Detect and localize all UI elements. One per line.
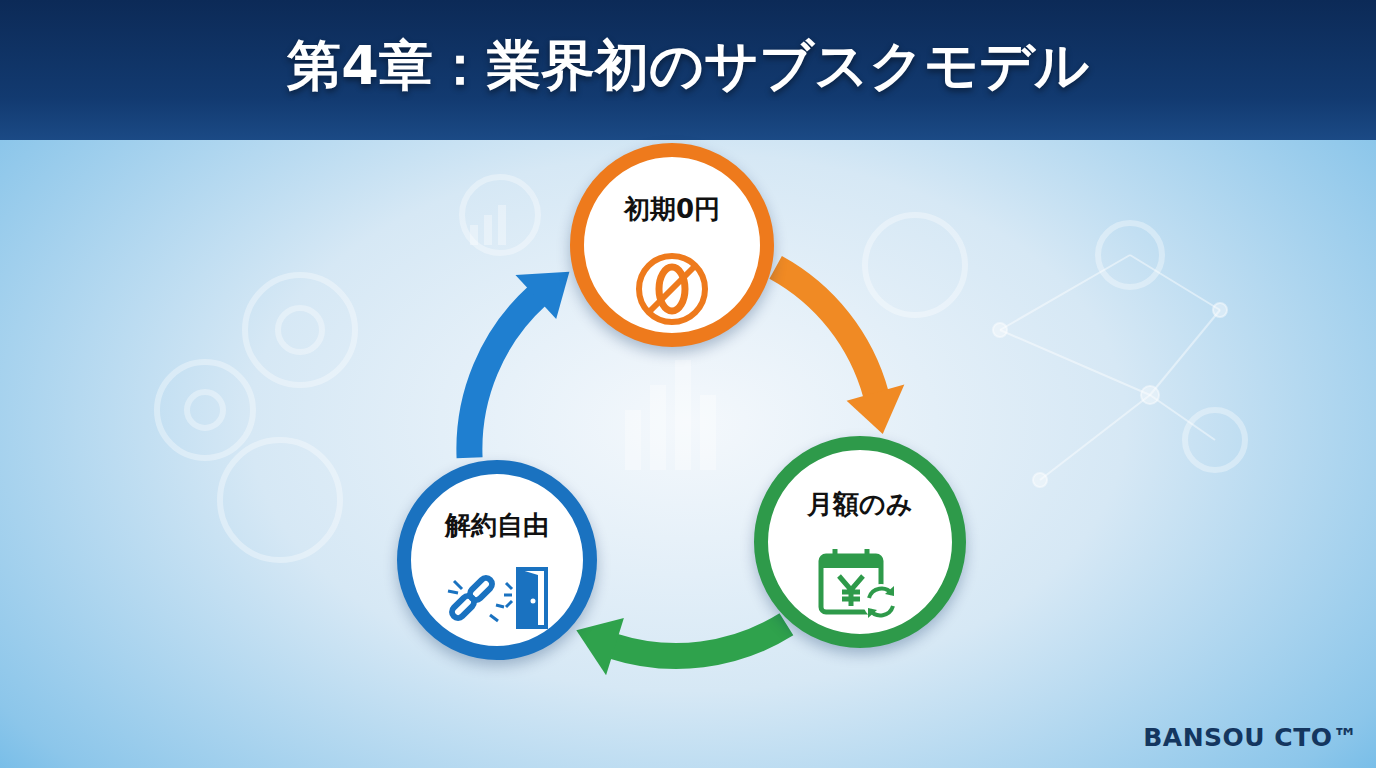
- feature-circle: 月額のみ: [754, 436, 966, 648]
- brand-logo: BANSOU CTO™: [1143, 723, 1358, 752]
- cycle-arrow: [576, 618, 786, 675]
- cycle-arrow: [469, 272, 569, 458]
- broken-chain-door-icon: [442, 563, 552, 633]
- cycle-arrow: [776, 267, 905, 434]
- feature-circle: 解約自由: [397, 460, 597, 660]
- feature-label: 月額のみ: [768, 487, 952, 522]
- arrow-head: [847, 384, 905, 434]
- arrow-shaft: [613, 624, 786, 656]
- slide-title: 第4章：業界初のサブスクモデル: [0, 30, 1376, 103]
- calendar-icon: [815, 546, 905, 624]
- feature-label: 初期0円: [584, 192, 760, 227]
- arrow-shaft: [469, 296, 537, 458]
- feature-label: 解約自由: [411, 508, 583, 543]
- arrow-head: [576, 618, 624, 675]
- arrow-shaft: [776, 267, 876, 394]
- arrow-head: [515, 272, 569, 319]
- zero-icon: [632, 249, 712, 329]
- feature-circle: 初期0円: [570, 143, 774, 347]
